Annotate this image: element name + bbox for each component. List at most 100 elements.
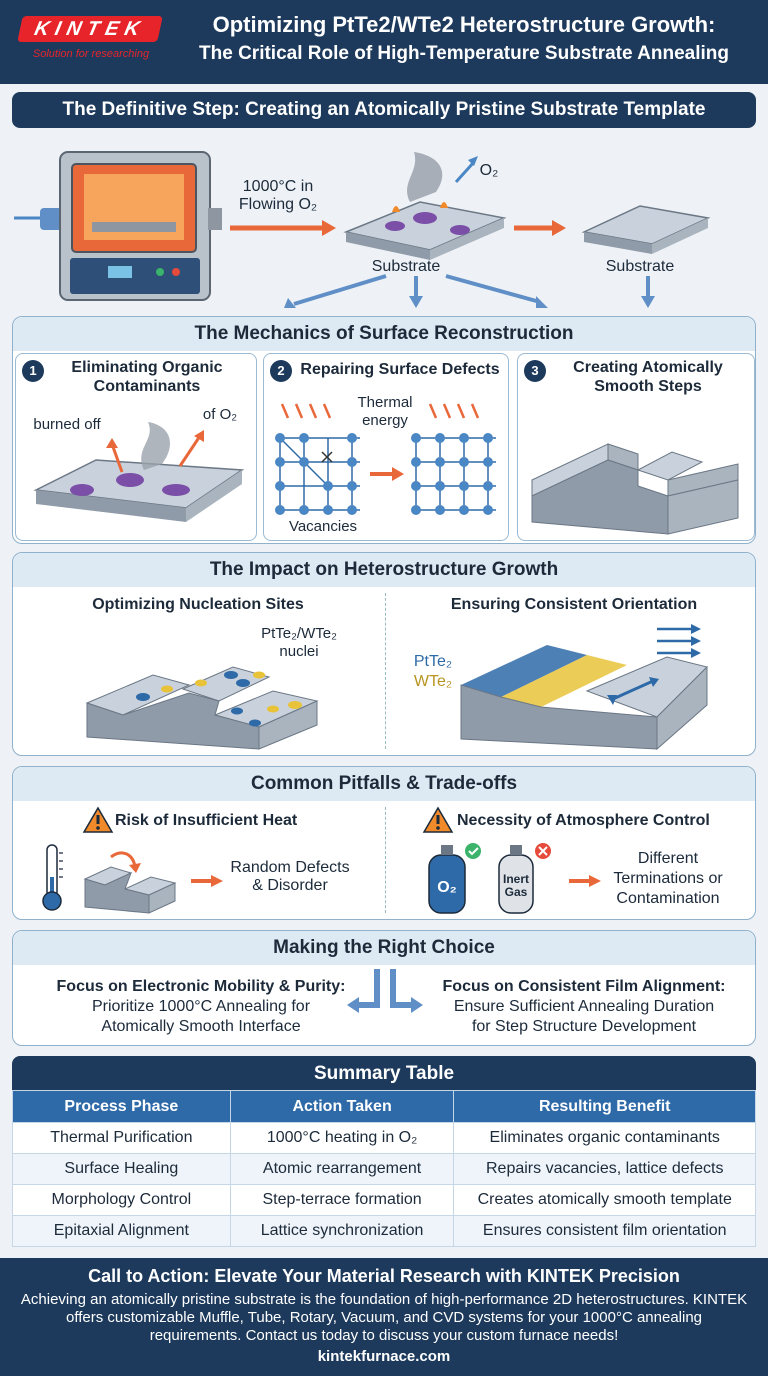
website-link[interactable]: kintekfurnace.com [317, 1348, 451, 1365]
random-defects-line-1: Random Defects [230, 859, 350, 876]
page-title: Optimizing PtTe2/WTe2 Heterostructure Gr… [166, 10, 762, 68]
condition-line-2: Flowing O₂ [238, 196, 318, 213]
table-cell: Creates atomically smooth template [453, 1184, 756, 1216]
mechanics-panel: The Mechanics of Surface Reconstruction … [12, 316, 756, 544]
orientation-title: Ensuring Consistent Orientation [450, 596, 698, 613]
mechanic-3-title: Creating Atomically Smooth Steps [548, 358, 748, 396]
table-header-row: Process Phase Action Taken Resulting Ben… [12, 1090, 756, 1123]
header: KINTEK Solution for researching Optimizi… [0, 0, 768, 84]
atmosphere-control-title: Necessity of Atmosphere Control [457, 812, 710, 829]
thermal-energy-label: Thermal energy [350, 394, 420, 430]
inert-tank-line-1: Inert [502, 872, 529, 886]
title-line-1: Optimizing PtTe2/WTe2 Heterostructure Gr… [212, 12, 716, 37]
col-action-taken: Action Taken [229, 1090, 455, 1123]
inert-tank-line-2: Gas [504, 885, 528, 899]
table-cell: Step-terrace formation [229, 1184, 455, 1216]
mechanic-3-title-line-1: Creating Atomically [573, 359, 723, 376]
call-to-action: Call to Action: Elevate Your Material Re… [0, 1258, 768, 1376]
choice-right-heading: Focus on Consistent Film Alignment: [442, 978, 726, 995]
terminations-line-1: Different [637, 850, 699, 867]
terminations-line-2: Terminations or [613, 870, 723, 887]
condition-label: 1000°C in Flowing O₂ [230, 178, 326, 214]
o2-by-product-label: of O₂ [202, 406, 238, 423]
table-cell: Repairs vacancies, lattice defects [453, 1153, 756, 1185]
logo-tagline: Solution for researching [32, 48, 150, 60]
lattice-repair-icon [275, 403, 496, 515]
title-line-2: The Critical Role of High-Temperature Su… [199, 43, 729, 64]
kintek-logo[interactable]: KINTEK Solution for researching [12, 12, 163, 66]
choice-left-heading: Focus on Electronic Mobility & Purity: [56, 978, 346, 995]
table-cell: Surface Healing [12, 1153, 231, 1185]
table-row: Morphology Control Step-terrace formatio… [12, 1184, 756, 1216]
table-cell: Ensures consistent film orientation [453, 1215, 756, 1247]
table-cell: Eliminates organic contaminants [453, 1122, 756, 1154]
thermal-label-line-1: Thermal [357, 394, 413, 411]
cta-heading: Call to Action: Elevate Your Material Re… [88, 1266, 680, 1286]
terminations-line-3: Contamination [616, 890, 720, 907]
mechanic-1-title-line-2: Contaminants [93, 378, 201, 395]
table-cell: Epitaxial Alignment [12, 1215, 231, 1247]
summary-title: Summary Table [12, 1056, 756, 1092]
w-label: WTe₂ [413, 673, 453, 690]
inert-tank-label: Inert Gas [499, 873, 533, 899]
contaminated-substrate-icon [343, 152, 507, 260]
impact-divider [385, 593, 386, 749]
choice-left-line-3: Atomically Smooth Interface [101, 1018, 301, 1035]
thermal-label-line-2: energy [362, 412, 408, 429]
substrate-label-right: Substrate [605, 258, 675, 275]
random-defects-line-2: & Disorder [252, 877, 328, 894]
mechanic-2-title: Repairing Surface Defects [300, 361, 500, 378]
choice-title: Making the Right Choice [13, 931, 755, 965]
pitfalls-title: Common Pitfalls & Trade-offs [13, 767, 755, 801]
clean-substrate-icon [581, 205, 711, 254]
aligned-film-icon [460, 624, 708, 751]
nucleation-sites-icon [85, 666, 319, 750]
mechanics-title: The Mechanics of Surface Reconstruction [13, 317, 755, 351]
mechanic-card-1: 1 Eliminating Organic Contaminants burne… [15, 353, 257, 541]
table-row: Surface Healing Atomic rearrangement Rep… [12, 1153, 756, 1185]
process-illustration [14, 151, 711, 308]
nucleation-title: Optimizing Nucleation Sites [92, 596, 304, 613]
choice-right-line-3: for Step Structure Development [471, 1018, 697, 1035]
fork-arrows-icon [347, 969, 423, 1013]
summary-table: Process Phase Action Taken Resulting Ben… [12, 1090, 756, 1247]
pitfalls-divider [385, 807, 386, 913]
nuclei-label-line-2: nuclei [279, 643, 319, 660]
choice-left: Focus on Electronic Mobility & Purity: P… [29, 977, 373, 1037]
o2-label: O₂ [479, 162, 499, 179]
mechanic-card-2: 2 Repairing Surface Defects Thermal ener… [263, 353, 509, 541]
arrow-right-icon [191, 875, 223, 887]
choice-panel: Making the Right Choice Focus on Electro… [12, 930, 756, 1046]
nuclei-label-line-1: PtTe₂/WTe₂ [261, 625, 337, 642]
logo-wordmark: KINTEK [17, 16, 163, 42]
condition-line-1: 1000°C in [242, 178, 314, 195]
section-banner: The Definitive Step: Creating an Atomica… [12, 92, 756, 128]
table-cell: 1000°C heating in O₂ [229, 1122, 455, 1154]
mechanic-1-title: Eliminating Organic Contaminants [44, 358, 250, 396]
mechanic-1-title-line-1: Eliminating Organic [71, 359, 223, 376]
choice-left-line-2: Prioritize 1000°C Annealing for [91, 998, 311, 1015]
mechanic-card-3: 3 Creating Atomically Smooth Steps [517, 353, 755, 541]
insufficient-heat-title: Risk of Insufficient Heat [115, 812, 298, 829]
thermometer-icon [42, 844, 63, 911]
terminations-label: Different Terminations or Contamination [601, 849, 735, 909]
table-row: Thermal Purification 1000°C heating in O… [12, 1122, 756, 1154]
impact-panel: The Impact on Heterostructure Growth Opt… [12, 552, 756, 756]
cta-body: Achieving an atomically pristine substra… [20, 1291, 748, 1344]
mechanic-3-title-line-2: Smooth Steps [594, 378, 702, 395]
random-defects-label: Random Defects & Disorder [225, 859, 355, 895]
table-row: Epitaxial Alignment Lattice synchronizat… [12, 1215, 756, 1247]
arrow-right-icon-2 [569, 875, 601, 887]
o2-tank-label: O₂ [437, 879, 457, 896]
substrate-label-left: Substrate [371, 258, 441, 275]
step-number-3: 3 [524, 360, 546, 382]
step-number-1: 1 [22, 360, 44, 382]
impact-title: The Impact on Heterostructure Growth [13, 553, 755, 587]
atomic-steps-icon [531, 443, 739, 535]
burned-off-label: burned off [33, 416, 101, 433]
contaminant-removal-icon [33, 422, 245, 522]
rough-steps-icon [83, 851, 177, 914]
warning-icon [82, 806, 114, 833]
table-cell: Atomic rearrangement [229, 1153, 455, 1185]
table-cell: Lattice synchronization [229, 1215, 455, 1247]
